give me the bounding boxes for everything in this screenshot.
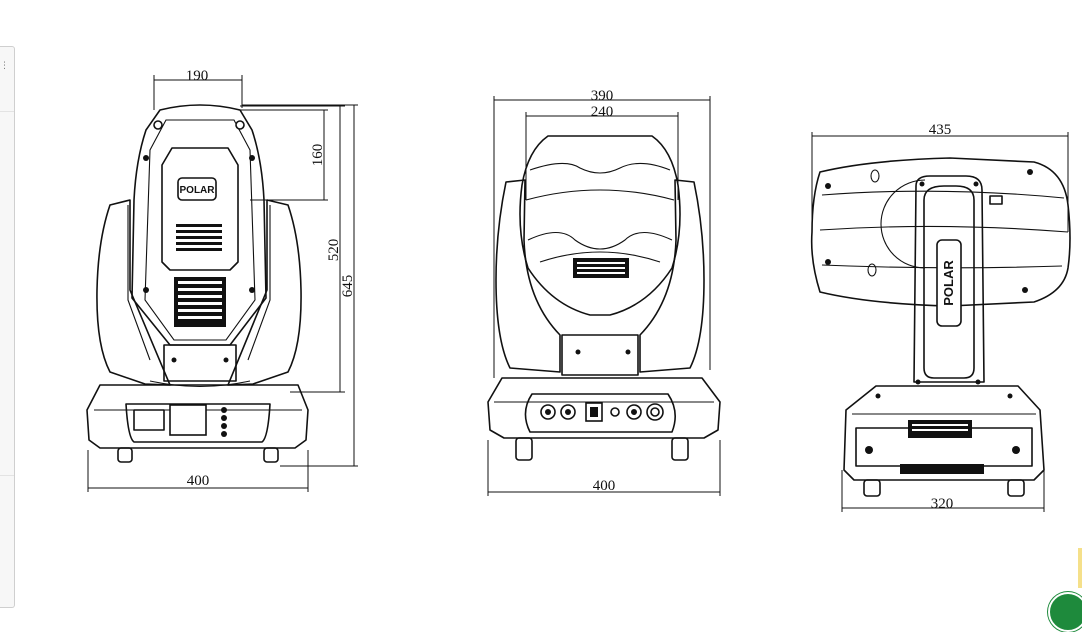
front-lower-grille (174, 277, 226, 327)
side-brand-logo: POLAR (941, 260, 956, 306)
corner-badge-icon[interactable] (1048, 592, 1082, 632)
side-dim-base-width: 320 (931, 496, 954, 512)
side-dim-head-length: 435 (929, 122, 952, 138)
back-dim-outer-width: 390 (591, 88, 614, 104)
front-upper-grille (176, 224, 222, 251)
front-view: POLAR (86, 68, 358, 492)
back-dim-inner-width: 240 (591, 104, 614, 120)
front-dim-head-top: 160 (310, 144, 326, 167)
side-view: POLAR 435 320 (810, 122, 1071, 512)
diagram-stage: ⋮ POLAR (0, 46, 1082, 632)
side-panel[interactable]: ⋮ (0, 46, 15, 608)
front-dim-total-height: 645 (340, 275, 356, 298)
back-view: 390 240 400 (487, 88, 721, 496)
side-panel-dots-icon: ⋮ (0, 61, 9, 71)
side-panel-divider (0, 475, 14, 476)
front-dim-base-width: 400 (187, 473, 210, 489)
front-dim-head-width: 190 (186, 68, 209, 84)
back-dim-base-width: 400 (593, 478, 616, 494)
corner-strip (1078, 548, 1082, 588)
front-brand-logo: POLAR (180, 185, 216, 196)
back-connector-panel (540, 402, 664, 422)
side-panel-divider (0, 111, 14, 112)
front-dim-body-height: 520 (326, 239, 342, 262)
technical-drawing: POLAR (86, 68, 1071, 512)
